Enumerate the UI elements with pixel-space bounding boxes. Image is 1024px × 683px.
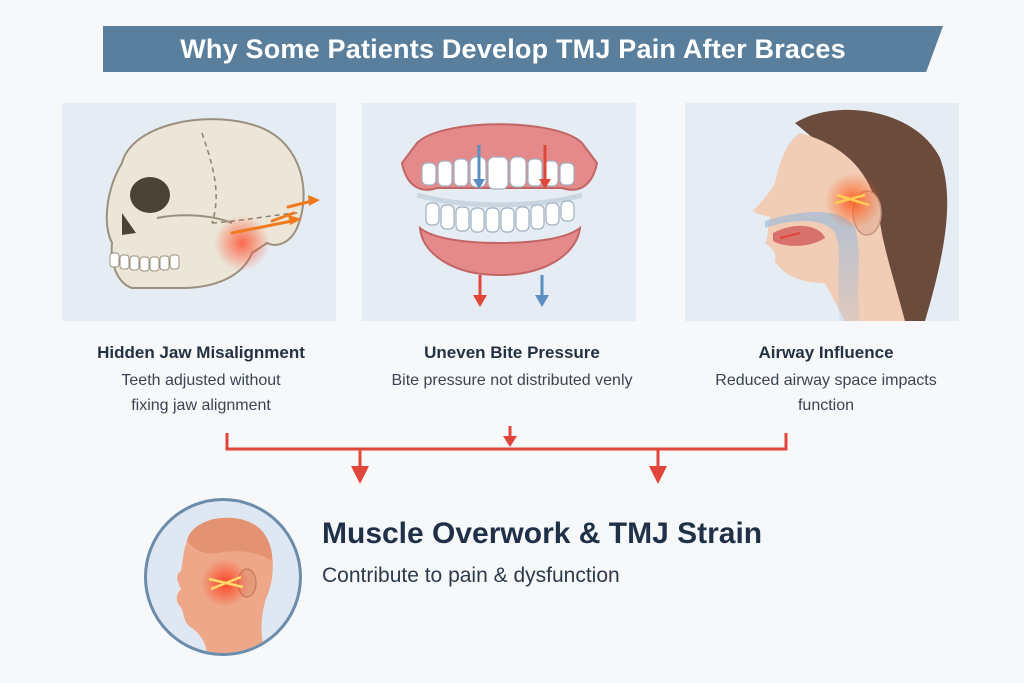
cause-title-airway: Airway Influence <box>758 343 894 362</box>
dental-arch-icon <box>400 123 599 307</box>
airway-profile-icon <box>753 109 948 321</box>
cause-desc-bite-line1: Bite pressure not distributed venly <box>391 372 633 389</box>
skull-jaw-icon <box>105 118 320 289</box>
cause-title-jaw: Hidden Jaw Misalignment <box>97 343 305 362</box>
cause-desc-jaw-line2: fixing jaw alignment <box>131 397 271 414</box>
panel-jaw-misalignment <box>62 103 336 321</box>
result-title: Muscle Overwork & TMJ Strain <box>322 517 763 550</box>
panel-airway <box>685 103 959 321</box>
head-pain-avatar <box>144 498 302 656</box>
cause-desc-jaw-line1: Teeth adjusted without <box>121 372 281 389</box>
arrowhead-left <box>351 466 369 484</box>
result-subtitle: Contribute to pain & dysfunction <box>322 564 620 587</box>
cause-title-bite: Uneven Bite Pressure <box>424 343 600 362</box>
title-banner: Why Some Patients Develop TMJ Pain After… <box>103 26 943 72</box>
head-pain-icon <box>176 517 273 653</box>
cause-desc-airway-line1: Reduced airway space impacts <box>715 372 937 389</box>
page-title: Why Some Patients Develop TMJ Pain After… <box>180 34 846 64</box>
connector-bracket <box>225 433 788 451</box>
panel-bite-pressure <box>362 103 636 321</box>
arrowhead-right <box>649 466 667 484</box>
cause-desc-airway-line2: function <box>797 397 855 414</box>
arrowhead-center <box>503 436 517 447</box>
